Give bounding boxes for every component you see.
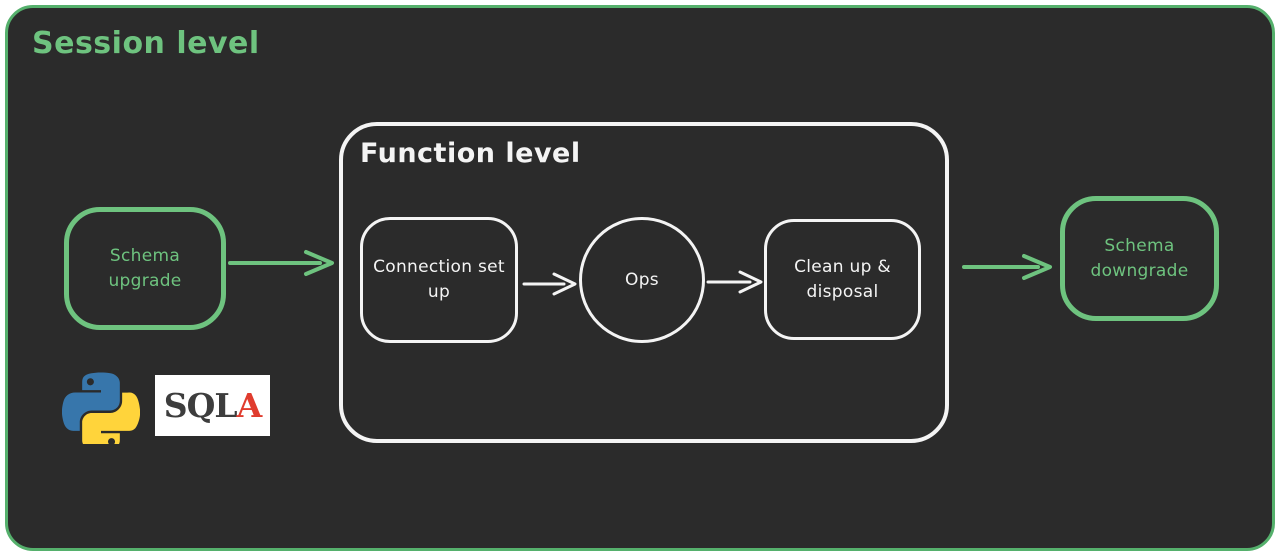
session-level-title: Session level <box>32 26 260 61</box>
node-ops-label: Ops <box>625 269 659 290</box>
sqlalchemy-logo-sql: SQL <box>163 386 238 425</box>
node-cleanup-disposal: Clean up & disposal <box>764 219 921 340</box>
arrow-upgrade-to-function <box>228 250 334 276</box>
node-connection-setup: Connection set up <box>360 217 518 343</box>
arrow-connection-to-ops <box>522 272 577 296</box>
function-level-frame: Function level <box>339 122 949 443</box>
arrow-function-to-downgrade <box>962 254 1052 280</box>
session-level-frame: Session level Schema upgrade Function le… <box>5 5 1275 551</box>
node-cleanup-disposal-label: Clean up & disposal <box>794 256 891 302</box>
node-schema-downgrade-label: Schema downgrade <box>1090 235 1189 281</box>
python-logo-icon <box>62 372 140 444</box>
arrow-ops-to-cleanup <box>706 270 763 294</box>
sqlalchemy-logo-a: A <box>236 386 263 425</box>
node-connection-setup-label: Connection set up <box>373 257 505 302</box>
node-schema-downgrade: Schema downgrade <box>1060 196 1219 321</box>
node-schema-upgrade: Schema upgrade <box>64 207 226 330</box>
function-level-title: Function level <box>360 138 581 169</box>
node-schema-upgrade-label: Schema upgrade <box>108 245 182 291</box>
node-ops: Ops <box>579 217 705 343</box>
